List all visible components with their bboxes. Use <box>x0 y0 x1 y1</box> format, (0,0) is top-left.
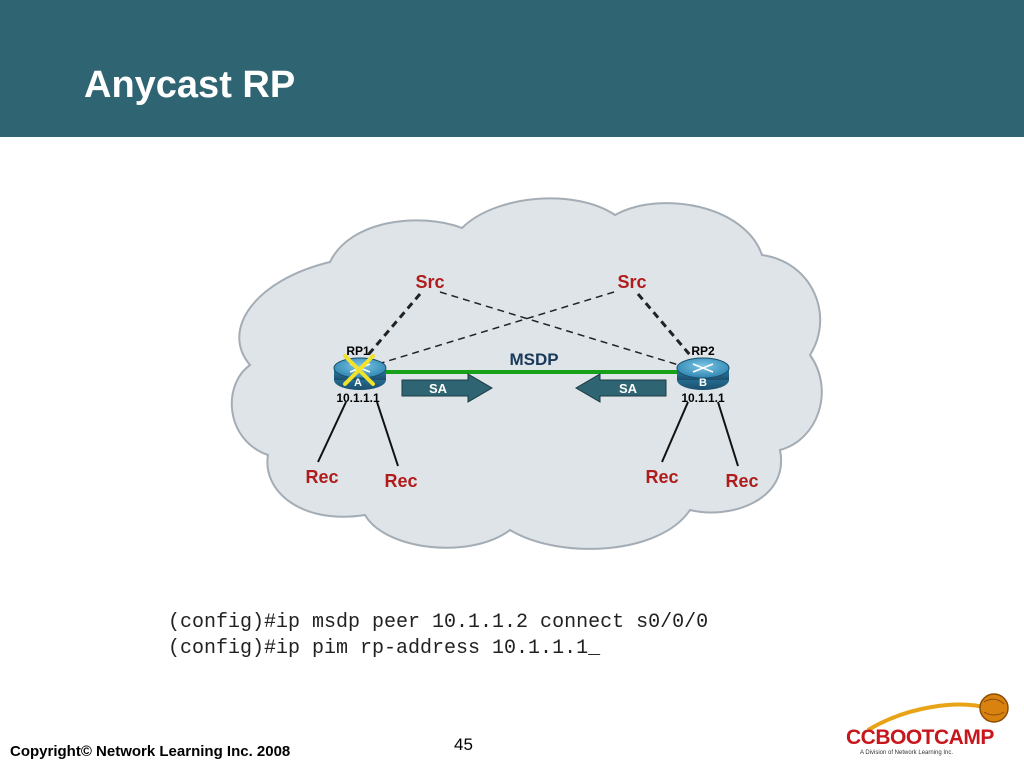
src1-to-rp2-line <box>439 291 683 367</box>
router-rp1-address: 10.1.1.1 <box>336 391 380 405</box>
msdp-label: MSDP <box>509 350 558 369</box>
router-rp2: RP2 B 10.1.1.1 <box>676 344 730 405</box>
sa-arrow-left-shape <box>575 373 667 403</box>
config-line: (config)#ip pim rp-address 10.1.1.1_ <box>168 637 601 660</box>
config-line: (config)#ip msdp peer 10.1.1.2 connect s… <box>168 611 709 634</box>
router-rp1-letter: A <box>354 377 362 389</box>
source-label-1: Src <box>415 272 444 292</box>
receiver-label-3: Rec <box>645 467 678 487</box>
title-bar: Anycast RP <box>0 0 1024 137</box>
logo-swoosh-icon <box>866 693 1009 732</box>
source-label-2: Src <box>617 272 646 292</box>
globe-icon <box>979 693 1009 723</box>
logo-brand: CCBOOTCAMP <box>846 726 994 749</box>
router-rp1-role: RP1 <box>346 344 370 358</box>
receiver-label-4: Rec <box>725 471 758 491</box>
config-commands: (config)#ip msdp peer 10.1.1.2 connect s… <box>168 610 708 662</box>
logo-tagline: A Division of Network Learning Inc. <box>860 750 954 756</box>
sa-arrow-right-label: SA <box>429 381 448 396</box>
rp1-to-rec1-line <box>317 401 347 463</box>
copyright-notice: Copyright© Network Learning Inc. 2008 <box>10 743 291 760</box>
rp2-to-rec3-line <box>661 401 689 463</box>
page-number: 45 <box>454 735 473 754</box>
sa-arrow-left-label: SA <box>619 381 638 396</box>
src1-to-rp1-line <box>366 293 422 356</box>
receiver-paths <box>317 401 739 467</box>
sa-arrow-right: SA <box>401 373 493 403</box>
src2-to-rp1-line <box>377 291 615 365</box>
router-rp2-letter: B <box>699 377 707 389</box>
ccbootcamp-logo: CCBOOTCAMP A Division of Network Learnin… <box>838 690 1018 764</box>
sa-arrow-right-shape <box>401 373 493 403</box>
rp2-to-rec4-line <box>717 401 739 467</box>
src2-to-rp2-line <box>636 293 692 356</box>
receiver-label-1: Rec <box>305 467 338 487</box>
router-arrows-icon <box>692 363 714 373</box>
router-rp2-role: RP2 <box>691 344 715 358</box>
sa-arrow-left: SA <box>575 373 667 403</box>
x-mark-icon <box>343 354 375 386</box>
rp1-to-rec2-line <box>376 401 399 467</box>
router-rp2-address: 10.1.1.1 <box>681 391 725 405</box>
slide-title: Anycast RP <box>84 64 296 106</box>
receiver-label-2: Rec <box>384 471 417 491</box>
source-paths <box>366 291 692 367</box>
router-rp1: RP1 A 10.1.1.1 <box>333 344 387 405</box>
